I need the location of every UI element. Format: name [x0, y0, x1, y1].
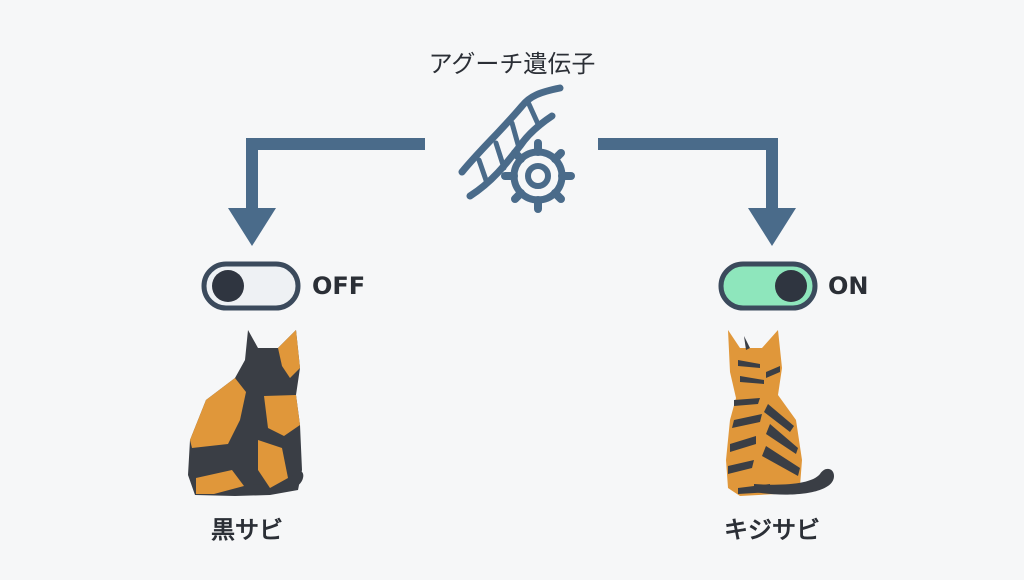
left-arrow [228, 138, 425, 246]
left-state-label: OFF [312, 272, 366, 300]
right-toggle-knob [775, 270, 807, 302]
right-arrow [598, 138, 796, 246]
right-toggle[interactable] [718, 261, 818, 311]
right-state-label: ON [828, 272, 869, 300]
brown-tabby-cat-icon [726, 330, 834, 496]
left-cat-label: 黒サビ [211, 516, 283, 544]
tortoiseshell-cat-icon [188, 330, 304, 496]
left-toggle-knob [212, 270, 244, 302]
right-cat-label: キジサビ [724, 516, 820, 544]
left-toggle[interactable] [201, 261, 301, 311]
diagram-title: アグーチ遺伝子 [428, 50, 596, 78]
dna-gear-icon [458, 84, 575, 213]
